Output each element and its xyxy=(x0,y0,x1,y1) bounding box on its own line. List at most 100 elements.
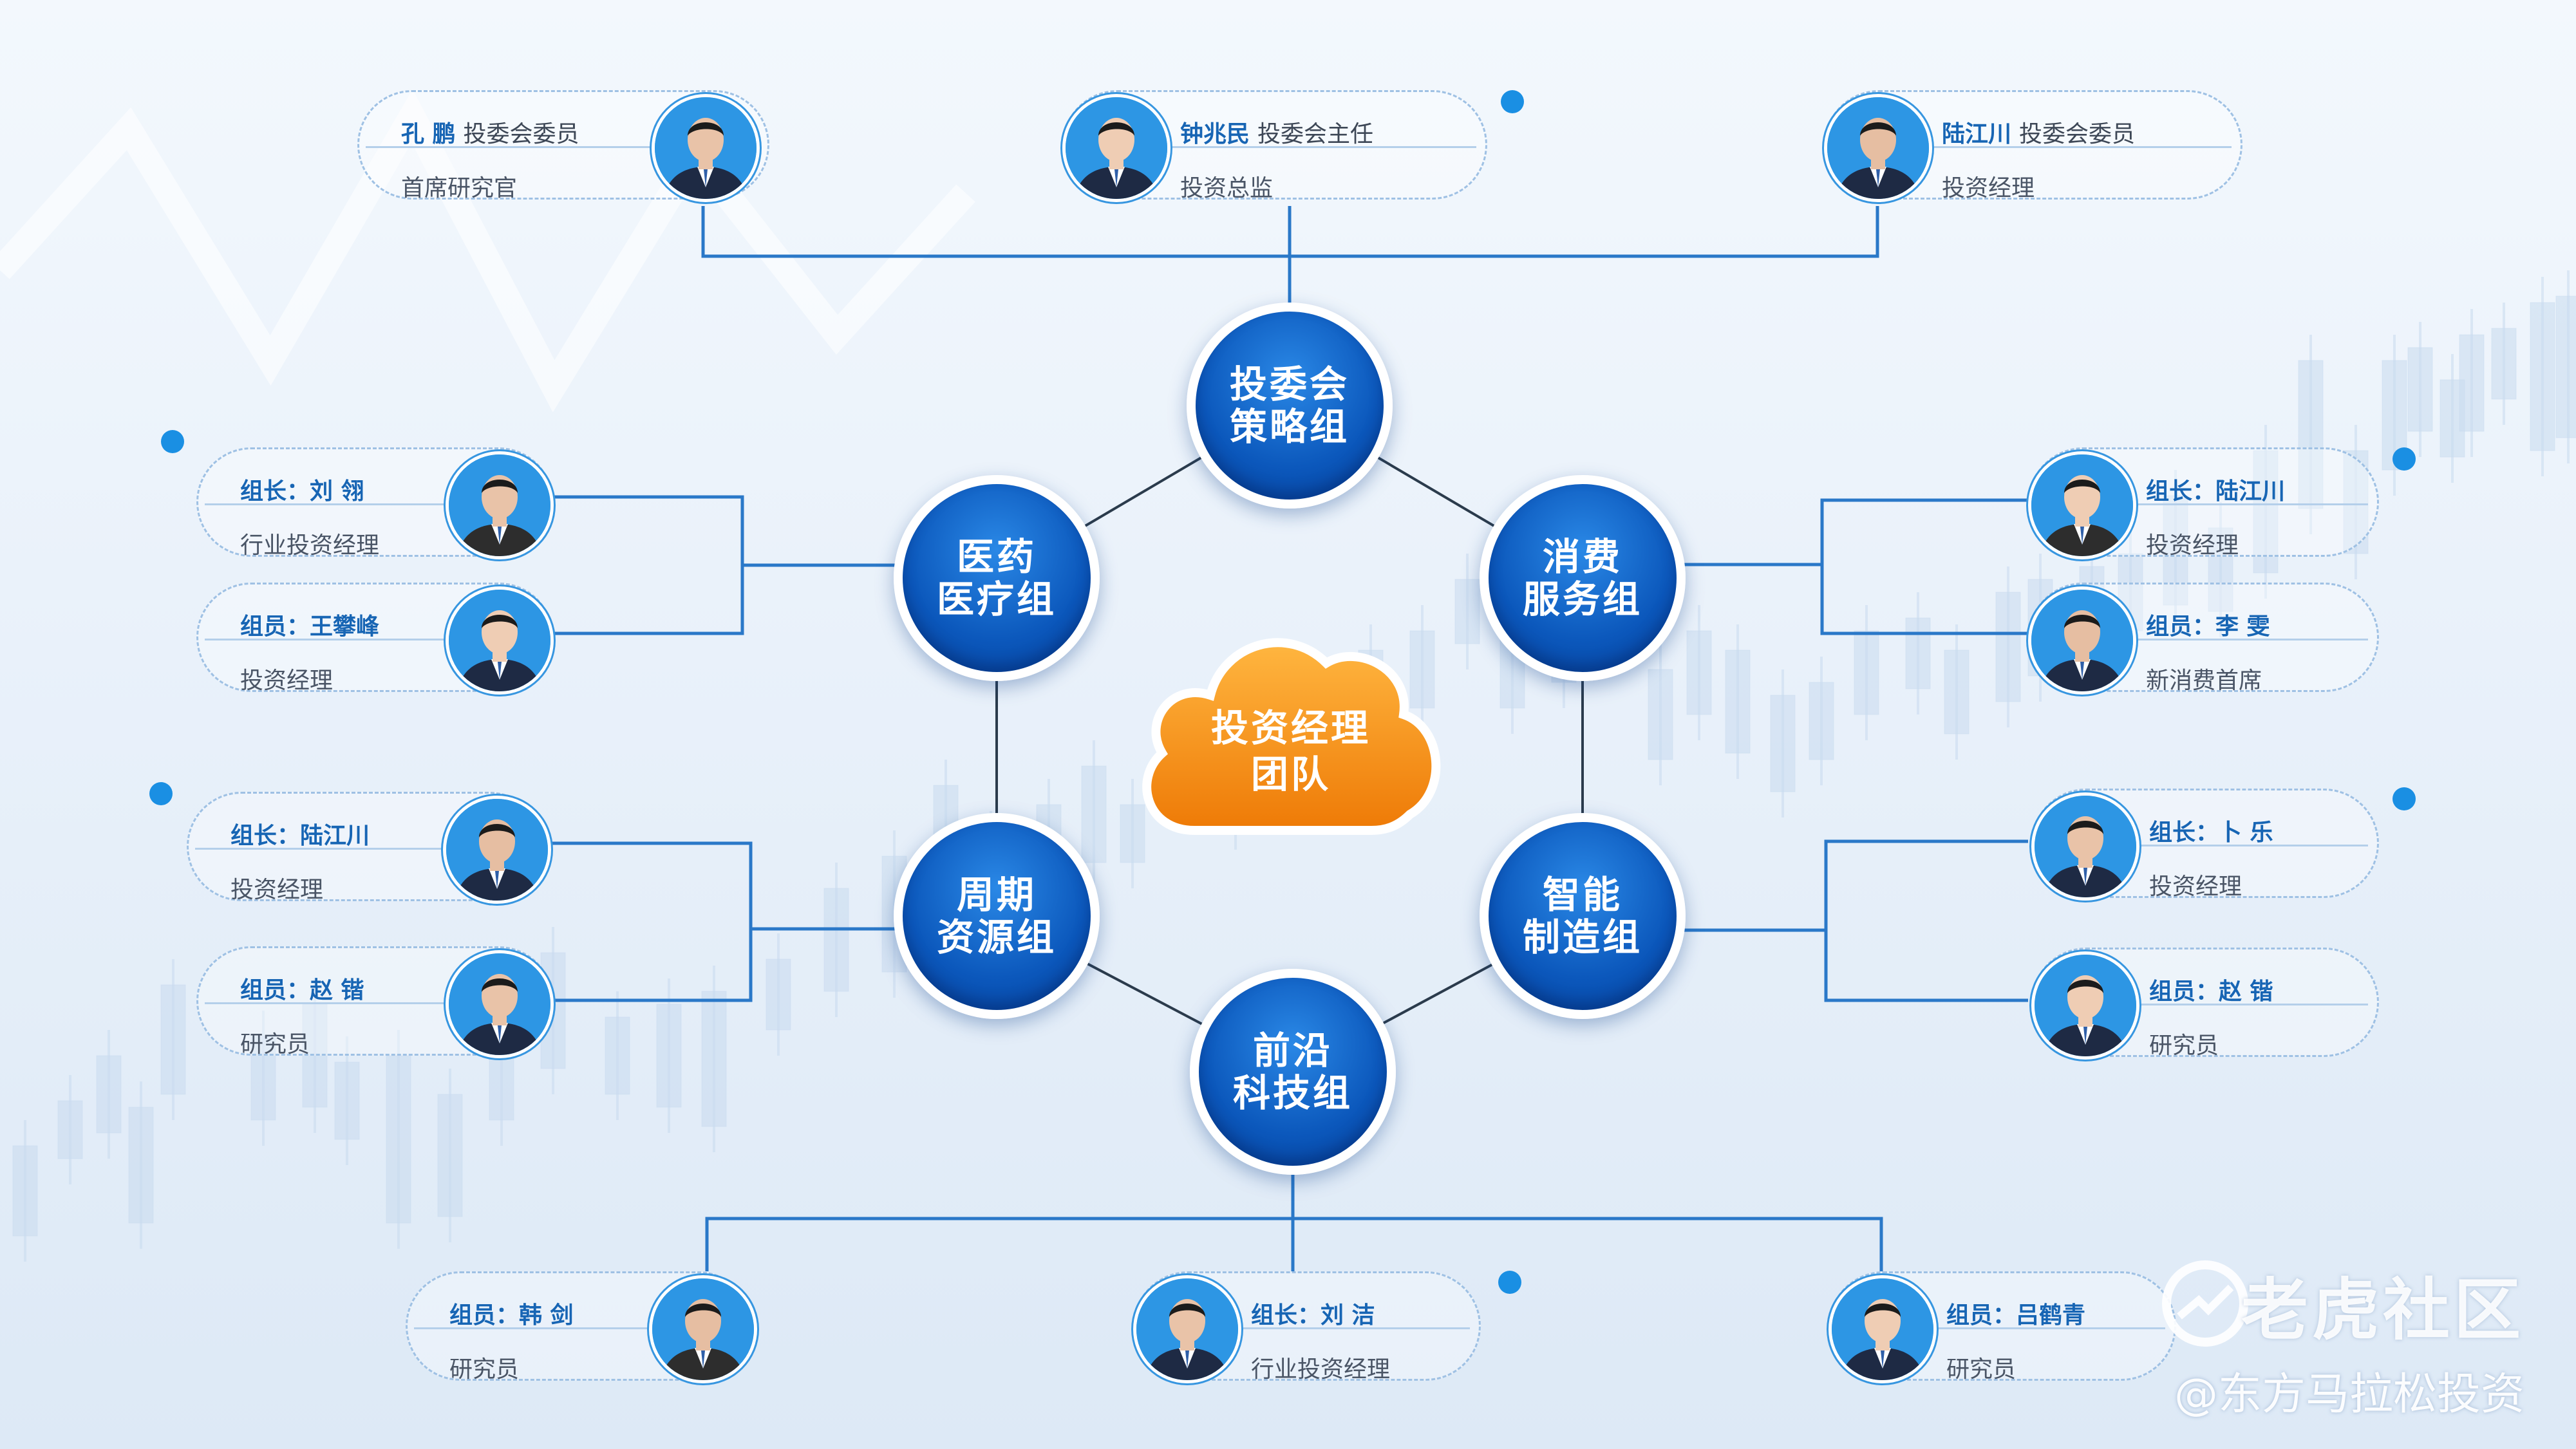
group-label-line1: 智能 xyxy=(1542,873,1622,917)
person-title: 研究员 xyxy=(449,1356,520,1383)
candle-body xyxy=(334,1061,360,1140)
candle-body xyxy=(12,1145,38,1237)
candle-body xyxy=(766,958,791,1031)
group-tech[interactable]: 前沿 科技组 xyxy=(1190,969,1396,1175)
person-name: 钟兆民 xyxy=(1180,121,1250,147)
candle-body xyxy=(823,888,849,992)
center-title: 投资经理 团队 xyxy=(1165,705,1416,798)
candle-body xyxy=(656,1004,682,1108)
person-role: 组员： xyxy=(240,613,310,640)
group-label-line2: 资源组 xyxy=(936,915,1057,959)
decor-dot xyxy=(161,430,184,453)
avatar xyxy=(446,950,554,1058)
person-committee-role: 投委会主任 xyxy=(1257,121,1374,147)
group-label-line2: 医疗组 xyxy=(936,577,1057,621)
card-divider xyxy=(1923,146,2232,148)
decor-dot xyxy=(1498,1271,1521,1294)
brand-logo-icon xyxy=(2162,1260,2248,1347)
avatar xyxy=(2031,951,2139,1060)
person-title: 投资经理 xyxy=(2149,874,2242,900)
person-role: 组员： xyxy=(2149,978,2219,1005)
candle-body xyxy=(386,1055,411,1224)
candle-body xyxy=(128,1107,154,1224)
avatar xyxy=(446,586,554,695)
person-role: 组员： xyxy=(240,977,310,1004)
card-divider xyxy=(205,503,453,505)
person-name-line: 孔 鹏投委会委员 xyxy=(401,115,579,149)
person-name-line: 组员：李 雯 xyxy=(2146,608,2278,641)
person-role: 组员： xyxy=(449,1302,520,1329)
decor-dot xyxy=(1501,90,1524,113)
avatar xyxy=(2031,792,2139,901)
candle-body xyxy=(1648,669,1673,760)
group-label-line2: 服务组 xyxy=(1522,577,1642,621)
person-name-line: 组长：刘 翎 xyxy=(240,472,372,506)
person-role: 组长： xyxy=(2149,819,2219,846)
candle-body xyxy=(1944,650,1970,734)
center-title-line2: 团队 xyxy=(1250,753,1331,796)
card-divider xyxy=(1927,1327,2165,1329)
person-title: 行业投资经理 xyxy=(240,532,380,559)
candle-body xyxy=(2407,347,2433,432)
candle-body xyxy=(2491,328,2517,400)
person-name: 李 雯 xyxy=(2215,613,2270,640)
person-name: 孔 鹏 xyxy=(401,121,456,147)
group-label-line1: 前沿 xyxy=(1252,1029,1333,1072)
person-title: 投资经理 xyxy=(230,877,324,903)
candle-body xyxy=(1686,630,1712,715)
candle-body xyxy=(1120,804,1145,863)
person-role: 组长： xyxy=(230,823,301,849)
group-label-line2: 策略组 xyxy=(1229,405,1349,449)
group-label-line1: 周期 xyxy=(956,873,1037,917)
candle-body xyxy=(160,984,186,1095)
avatar xyxy=(1062,94,1170,202)
group-label-line2: 科技组 xyxy=(1232,1071,1353,1115)
candle-body xyxy=(2163,495,2188,606)
candle-body xyxy=(2298,360,2324,509)
person-name: 王攀峰 xyxy=(310,613,380,640)
person-name-line: 组员：王攀峰 xyxy=(240,608,387,641)
person-title: 投资总监 xyxy=(1180,175,1274,201)
candle-body xyxy=(2555,295,2576,438)
person-role: 组员： xyxy=(1946,1302,2017,1329)
decor-dot xyxy=(2393,447,2416,471)
person-title: 首席研究官 xyxy=(401,175,518,201)
group-consumer[interactable]: 消费 服务组 xyxy=(1480,475,1686,681)
card-divider xyxy=(195,848,443,850)
avatar xyxy=(1133,1275,1241,1383)
person-name: 陆江川 xyxy=(2215,478,2286,505)
person-name-line: 组员：吕鹤青 xyxy=(1946,1296,2093,1330)
candle-body xyxy=(1854,630,1879,715)
group-mfg[interactable]: 智能 制造组 xyxy=(1480,813,1686,1019)
candle-body xyxy=(437,1094,463,1217)
avatar xyxy=(446,451,554,559)
group-medical[interactable]: 医药 医疗组 xyxy=(894,475,1100,681)
person-name: 陆江川 xyxy=(300,823,370,849)
person-name: 卜 乐 xyxy=(2219,819,2273,846)
candle-body xyxy=(1725,650,1751,754)
person-name-line: 组长：卜 乐 xyxy=(2149,814,2281,847)
center-title-line1: 投资经理 xyxy=(1210,706,1371,750)
group-label-line1: 消费 xyxy=(1542,535,1622,579)
person-name-line: 组员：韩 剑 xyxy=(449,1296,581,1330)
avatar xyxy=(1829,1275,1937,1383)
candle-body xyxy=(1454,579,1480,644)
card-divider xyxy=(2127,503,2368,505)
group-strategy[interactable]: 投委会 策略组 xyxy=(1187,303,1393,509)
card-divider xyxy=(205,639,453,640)
person-name-line: 组长：刘 洁 xyxy=(1251,1296,1383,1330)
group-label-line1: 投委会 xyxy=(1229,362,1349,406)
candle-body xyxy=(2208,527,2233,612)
person-name: 陆江川 xyxy=(1942,121,2012,147)
group-label-line2: 制造组 xyxy=(1522,915,1642,959)
avatar xyxy=(2028,451,2136,559)
person-name: 刘 翎 xyxy=(310,478,364,505)
person-name-line: 组长：陆江川 xyxy=(2146,472,2293,506)
person-title: 投资经理 xyxy=(2146,532,2239,559)
candle-body xyxy=(1770,695,1796,792)
person-name: 韩 剑 xyxy=(519,1302,574,1329)
person-name-line: 陆江川投委会委员 xyxy=(1942,115,2135,149)
group-cycle[interactable]: 周期 资源组 xyxy=(894,813,1100,1019)
person-title: 投资经理 xyxy=(240,668,334,694)
